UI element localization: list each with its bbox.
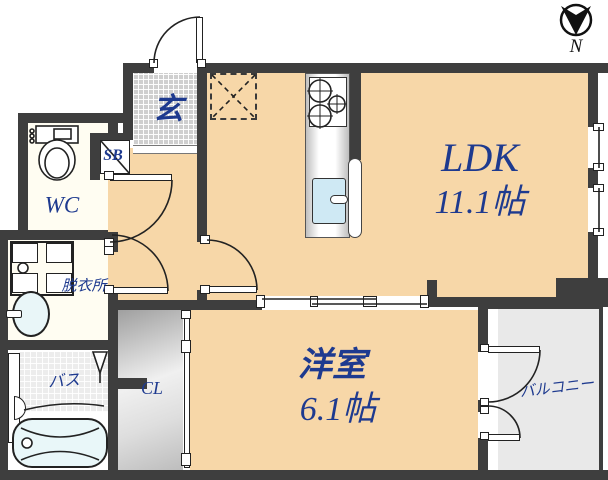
washer-pan-corner-br bbox=[46, 273, 72, 293]
counter-lip bbox=[348, 158, 362, 238]
room-divider-window bbox=[262, 296, 427, 309]
balcony-door1-leaf bbox=[488, 346, 540, 353]
balcony-door-cap4 bbox=[480, 432, 489, 440]
balcony-door-cap3 bbox=[480, 406, 489, 414]
wall-right-b bbox=[588, 232, 598, 282]
wall-ldk-bottom-right bbox=[427, 297, 608, 307]
dressing-door-leaf bbox=[110, 287, 168, 294]
entry-door-leaf bbox=[196, 17, 203, 63]
window2-cap-top bbox=[593, 184, 604, 192]
closet-door-cap-mid bbox=[181, 340, 191, 353]
wall-wc-top bbox=[18, 113, 133, 123]
dressing-label: 脱衣所 bbox=[61, 278, 107, 295]
wall-genkan-left bbox=[123, 63, 133, 140]
genkan-step bbox=[133, 145, 197, 154]
divider-window-block2 bbox=[363, 296, 377, 307]
western-room-door-leaf bbox=[205, 286, 257, 293]
divider-window-cap-right bbox=[420, 295, 429, 308]
wall-right-a bbox=[588, 73, 598, 127]
sink-faucet bbox=[330, 195, 348, 204]
wall-top-left bbox=[123, 63, 154, 73]
closet-door-cap-bottom bbox=[181, 453, 191, 466]
washer-pan-corner-bl bbox=[12, 273, 38, 293]
north-compass: N bbox=[559, 3, 593, 57]
entry-cap-left bbox=[149, 59, 158, 68]
entry-door-arc bbox=[153, 16, 201, 64]
shoebox-label: SB bbox=[103, 147, 123, 164]
wall-top-right bbox=[200, 63, 608, 73]
balcony-door-cap2 bbox=[480, 398, 489, 406]
north-label: N bbox=[569, 36, 584, 57]
washer-pan-corner-tr bbox=[46, 243, 72, 263]
closet-floor bbox=[118, 310, 183, 470]
balcony-edge-right bbox=[599, 307, 603, 473]
stove bbox=[309, 77, 347, 127]
wall-left-lower bbox=[0, 230, 8, 480]
genkan-floor bbox=[133, 73, 197, 145]
wall-dressing-bath-divider bbox=[0, 340, 108, 350]
bathtub bbox=[12, 418, 108, 468]
entry-cap-right bbox=[197, 59, 206, 68]
wc-door-cap bbox=[104, 171, 114, 180]
wall-western-right-c bbox=[478, 438, 488, 472]
wall-ldk-bottom-stub bbox=[427, 280, 437, 300]
ldk-area-label: 11.1帖 bbox=[434, 184, 526, 221]
closet-hanger-stub bbox=[118, 378, 147, 389]
window1-cap-top bbox=[593, 123, 604, 131]
western-door-cap2 bbox=[200, 285, 210, 294]
washer-pan-corner-tl bbox=[12, 243, 38, 263]
balcony-door2-leaf bbox=[488, 434, 520, 441]
divider-window-cap-left bbox=[256, 295, 265, 308]
divider-window-block1 bbox=[310, 296, 318, 307]
western-room-label: 洋室 bbox=[298, 347, 366, 384]
wall-right-mullion bbox=[588, 168, 598, 188]
wall-wc-dressing-divider bbox=[8, 230, 108, 240]
wall-kitchen-stub bbox=[350, 63, 361, 160]
basin-faucet bbox=[6, 310, 22, 318]
wall-bath-right bbox=[108, 300, 118, 480]
balcony-door-cap1 bbox=[480, 344, 489, 352]
wall-bottom bbox=[0, 470, 608, 480]
window1-cap-bottom bbox=[593, 163, 604, 171]
closet-label: CL bbox=[140, 378, 164, 398]
ldk-label: LDK bbox=[441, 135, 519, 180]
wc-door-leaf bbox=[110, 174, 172, 181]
bath-label: バス bbox=[47, 371, 81, 392]
wall-left-upper bbox=[18, 113, 28, 240]
western-door-cap bbox=[200, 235, 210, 244]
genkan-label: 玄 bbox=[153, 93, 183, 126]
wall-ldk-bottom-left bbox=[108, 300, 262, 310]
closet-door-cap-top bbox=[181, 310, 191, 319]
north-arrow bbox=[561, 6, 591, 35]
western-room-floor bbox=[190, 310, 478, 470]
dressing-door-cap bbox=[104, 246, 114, 255]
wall-hall-ldk-stub bbox=[197, 290, 207, 302]
balcony-edge-top bbox=[488, 305, 600, 309]
closet-door-line bbox=[184, 312, 190, 468]
wall-western-right-a bbox=[478, 303, 488, 352]
overhead-storage-dashed-box bbox=[210, 73, 257, 120]
wall-sb-left bbox=[90, 133, 100, 180]
window2-cap-bottom bbox=[593, 228, 604, 236]
wc-label: WC bbox=[44, 192, 80, 218]
ldk-floor bbox=[197, 73, 588, 302]
western-room-area-label: 6.1帖 bbox=[299, 391, 377, 428]
wall-hall-ldk-divider bbox=[197, 63, 207, 242]
